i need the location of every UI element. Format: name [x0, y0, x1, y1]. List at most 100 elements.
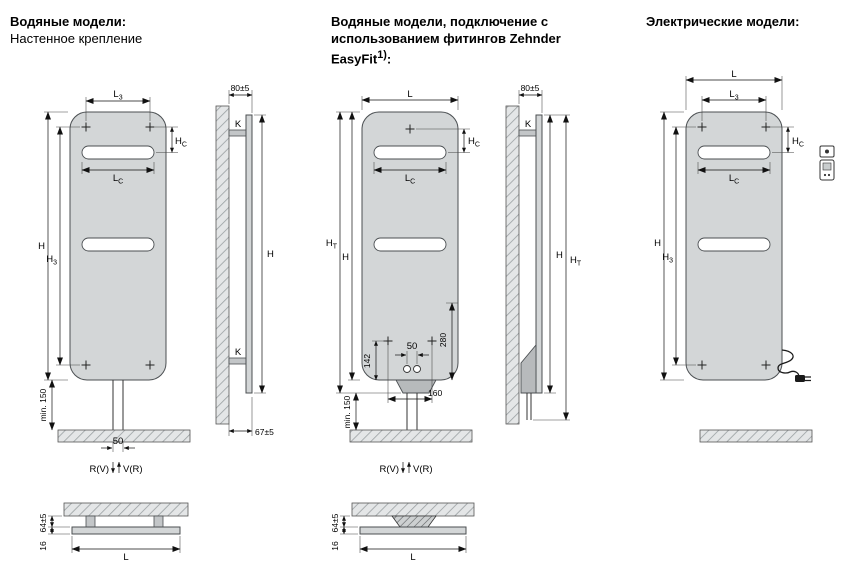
dim-label-k: K	[525, 119, 532, 130]
dim-label-l: L	[407, 89, 412, 100]
flow-label-vr: V(R)	[413, 464, 433, 475]
connection-pipes	[526, 393, 532, 420]
dimension-lines	[44, 97, 178, 452]
dim-label-64: 64±5	[38, 513, 48, 532]
title-subtitle: Настенное крепление	[10, 30, 143, 46]
flow-label-rv: R(V)	[89, 464, 109, 475]
dim-label-ht: HT	[570, 255, 582, 268]
dim-label-lc: LC	[405, 173, 415, 186]
valve-right	[413, 365, 421, 373]
grip-slot-top	[697, 145, 771, 160]
grip-slot-middle	[81, 237, 155, 252]
bracket-right	[153, 515, 164, 528]
dimension-lines	[228, 90, 266, 436]
dim-label-50: 50	[407, 341, 418, 352]
dim-label-ht: HT	[326, 238, 338, 251]
dim-label-50: 50	[113, 436, 124, 447]
title-line-1: Водяные модели:	[10, 14, 127, 29]
grip-slot-top	[373, 145, 447, 160]
grip-slot-middle	[373, 237, 447, 252]
wall	[215, 105, 230, 425]
dim-label-160: 160	[428, 388, 442, 398]
dim-label-16: 16	[38, 541, 48, 551]
footnote-marker: 1)	[377, 48, 387, 61]
mounting-points	[81, 122, 155, 370]
section-title-electric: Электрические модели:	[646, 14, 800, 29]
view-water-wall-plan: R(V) V(R) 64±5 16 L	[38, 461, 189, 563]
title-line-1: Водяные модели, подключение с	[331, 14, 549, 29]
radiator-side-profile	[535, 114, 543, 394]
valve-left	[403, 365, 411, 373]
power-cable-icon	[777, 349, 811, 382]
controller-icon	[819, 145, 835, 181]
bracket-bottom	[228, 357, 247, 365]
dim-label-67: 67±5	[255, 427, 274, 437]
dim-label-80: 80±5	[231, 83, 250, 93]
dim-label-h: H	[342, 252, 349, 263]
dim-label-hc: HC	[468, 136, 480, 149]
bracket-top	[228, 129, 247, 137]
dim-label-16: 16	[330, 541, 340, 551]
mounting-points	[383, 124, 437, 346]
dimension-lines	[48, 515, 181, 553]
dim-label-min150: min. 150	[38, 388, 48, 421]
radiator-side-profile	[245, 114, 253, 394]
view-water-wall-front: L3 H H3 HC LC min. 150 50	[38, 89, 191, 452]
dim-label-min150: min. 150	[342, 395, 352, 428]
floor	[349, 429, 473, 443]
easyfit-fitting	[395, 379, 437, 394]
section-title-water-easyfit: Водяные модели, подключение с использова…	[331, 14, 611, 68]
dim-label-h3: H3	[662, 252, 673, 265]
easyfit-fitting-side	[520, 343, 537, 394]
dim-label-l3: L3	[113, 89, 122, 102]
dim-label-hc: HC	[792, 136, 804, 149]
dim-label-64: 64±5	[330, 513, 340, 532]
dim-label-lc: LC	[729, 173, 739, 186]
view-easyfit-front: L HC LC HT H 142 280 50 160 min. 150	[326, 89, 480, 443]
bracket-top	[518, 129, 537, 137]
dim-label-k-bottom: K	[235, 347, 242, 358]
grip-slot-top	[81, 145, 155, 160]
flow-label-rv: R(V)	[379, 464, 399, 475]
dim-label-142: 142	[362, 354, 372, 368]
dimension-lines	[518, 90, 570, 421]
dim-label-80: 80±5	[521, 83, 540, 93]
dim-label-k-top: K	[235, 119, 242, 130]
dim-label-l3: L3	[729, 89, 738, 102]
wall	[351, 502, 475, 517]
view-easyfit-plan: R(V) V(R) 64±5 16 L	[330, 461, 475, 563]
wall	[63, 502, 189, 517]
floor	[699, 429, 813, 443]
radiator-plan-profile	[71, 526, 181, 535]
title-line-3: EasyFit1):	[331, 48, 392, 67]
dim-label-h: H	[267, 249, 274, 260]
dim-label-h: H	[556, 250, 563, 261]
dimension-lines	[660, 76, 794, 381]
mounting-points	[697, 122, 771, 370]
view-easyfit-side: 80±5 K H HT	[505, 83, 582, 425]
dim-label-h: H	[654, 238, 661, 249]
connection-pipes	[406, 393, 418, 430]
flow-label-vr: V(R)	[123, 464, 143, 475]
connection-pipes	[112, 380, 124, 430]
radiator-plan-profile	[359, 526, 467, 535]
grip-slot-middle	[697, 237, 771, 252]
easyfit-manifold	[391, 515, 437, 528]
dim-label-l: L	[731, 69, 736, 80]
view-electric-front: L L3 H H3 HC LC	[654, 69, 835, 443]
bracket-left	[85, 515, 96, 528]
view-water-wall-side: 80±5 K K H 67±5	[215, 83, 274, 437]
title-line-2: использованием фитингов Zehnder	[331, 30, 561, 46]
dim-label-l: L	[123, 552, 128, 563]
dim-label-lc: LC	[113, 173, 123, 186]
dim-label-h3: H3	[46, 254, 57, 267]
dim-label-280: 280	[438, 333, 448, 347]
section-title-water-wall: Водяные модели: Настенное крепление	[10, 14, 142, 48]
floor	[57, 429, 191, 443]
dim-label-l: L	[410, 552, 415, 563]
dim-label-hc: HC	[175, 136, 187, 149]
wall	[505, 105, 520, 425]
dim-label-h: H	[38, 241, 45, 252]
